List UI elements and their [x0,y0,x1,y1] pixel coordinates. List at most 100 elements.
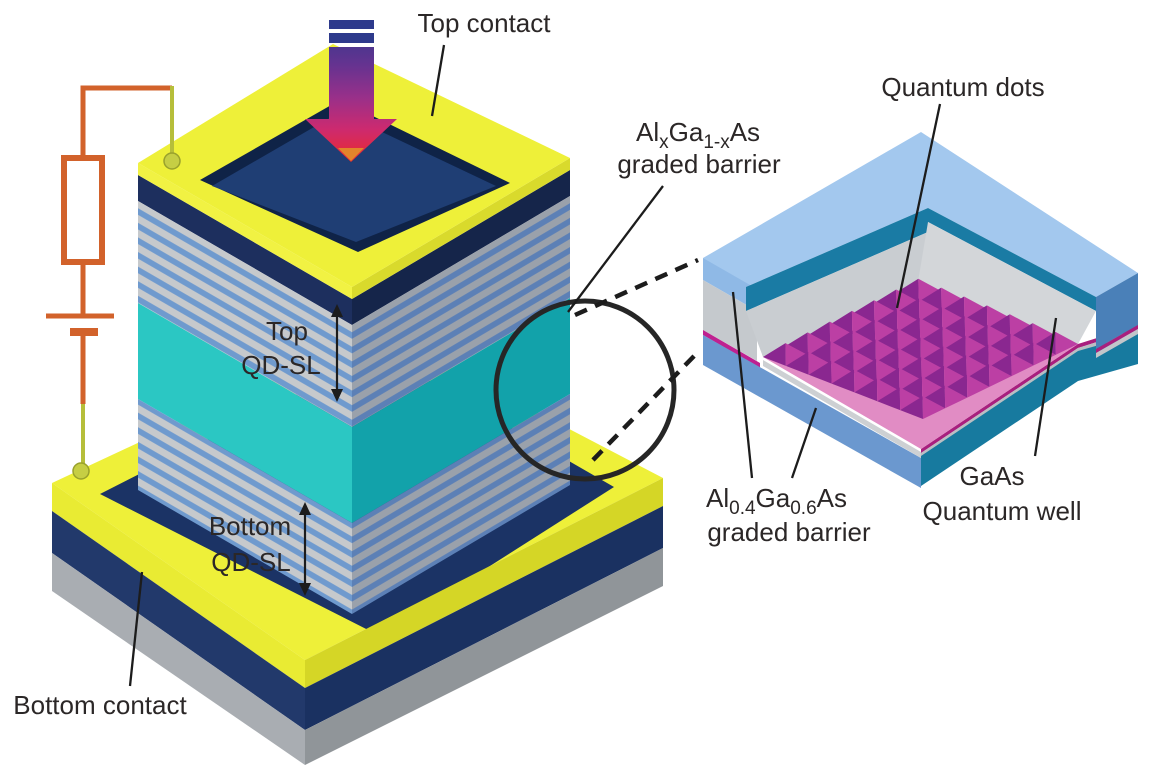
quantum-dot-pyramid-face [943,346,966,370]
label-graded-barrier-04-line2: graded barrier [707,517,871,547]
quantum-dot-pyramid-face [942,326,966,350]
label-gaas-line1: GaAs [959,461,1024,491]
inset-inner-wall-gray-left [746,232,928,357]
quantum-dot-pyramid-face [896,309,920,332]
quantum-dot-pyramid-face [874,300,897,323]
quantum-dot-pyramid-face [987,333,1011,357]
quantum-dot-pyramid-face [876,378,900,402]
top-qdsl-extent-arrow-icon [331,304,343,402]
quantum-dot-pyramid-face [921,365,945,389]
pointer-top-contact [430,44,446,117]
bottom-probe-ball [72,462,90,480]
quantum-dot-pyramid-face [942,335,966,359]
quantum-dot-pyramid-face [876,367,900,391]
quantum-dot-pyramid-face [989,364,1012,387]
bottom-contact-side-left [52,483,305,688]
magnifier-circle [493,298,677,482]
top-qdsl-stripes-left [138,201,352,427]
inset-wetting-end-right [1096,325,1138,353]
bias-circuit [46,85,181,480]
label-graded-barrier-04-formula: Al0.4Ga0.6As [706,483,847,519]
quantum-dot-pyramid-face [898,357,922,380]
inset-inner-wall-gray-right [918,222,1096,344]
quantum-dot-pyramid-face [852,330,876,354]
pointer-graded-barrier-04-a [731,291,754,479]
quantum-dot-pyramid-face [944,385,968,409]
inset-barrier-end-left [703,280,757,361]
quantum-dot-pyramid-face [785,332,808,356]
quantum-dot-pyramid-face [831,360,854,384]
quantum-dot-pyramid-face [1009,314,1033,337]
inset-cap-end-left [703,258,757,311]
quantum-dot-pyramid-face [965,324,988,348]
quantum-dot-pyramid-face [964,316,988,339]
label-bottom-contact: Bottom contact [13,690,187,720]
quantum-dot-pyramid-face [941,296,965,320]
quantum-dot-pyramid-face [918,278,941,302]
quantum-dot-pyramid-face [785,343,808,366]
quantum-dot-pyramid-face [964,305,988,329]
label-graded-barrier-x-formula: AlxGa1-xAs [636,117,760,153]
quantum-dot-pyramid-face [854,369,877,393]
quantum-dot-pyramid-face [897,337,921,361]
inset-inner-wall-teal-right [928,208,1096,311]
inset-cap-end-right [1096,273,1138,349]
quantum-dot-pyramid-face [1033,342,1056,366]
inset-qw-end-right [1096,329,1138,358]
quantum-dot-pyramid-face [875,348,899,371]
pointer-graded-barrier-x [567,185,664,313]
quantum-dot-pyramid-face [920,346,944,370]
bottom-qdsl-extent-arrow-icon [299,502,311,596]
inset-inner-wall-teal-left [746,208,928,311]
top-contact-side-right [352,158,570,299]
quantum-dot-pyramid-face [1055,331,1078,355]
quantum-dot-pyramid-face [922,396,946,419]
pointer-gaas-quantum-well [1033,317,1058,457]
quantum-dot-pyramid-face [944,374,968,398]
quantum-dot-pyramid-face [853,350,876,373]
quantum-dot-pyramid-face [762,343,786,366]
quantum-dot-pyramid-face [965,335,988,359]
quantum-dot-pyramid-face [942,316,966,339]
base-navy-side-right [305,506,663,730]
quantum-dot-pyramid-face [1010,342,1034,366]
quantum-dot-pyramid-face [874,319,898,343]
quantum-dot-pyramid-face [899,387,923,411]
label-top-contact: Top contact [418,8,552,38]
quantum-dot-pyramid-face [944,365,967,389]
quantum-dot-pyramid-face [898,348,921,371]
quantum-dot-pyramid-face [829,321,853,345]
quantum-dot-pyramid-face [808,360,832,384]
quantum-dot-pyramid-face [829,310,853,334]
quantum-dot-pyramid-face [988,353,1012,377]
label-gaas-line2: Quantum well [923,496,1082,526]
quantum-dot-pyramid-face [899,367,922,391]
quantum-dot-pyramid-face [1010,323,1033,346]
pointer-bottom-contact [128,571,144,687]
substrate-side-right [305,548,663,765]
label-quantum-dots: Quantum dots [881,72,1044,102]
inset-qd-structure [703,132,1138,488]
quantum-dot-pyramid-face [877,387,901,411]
base-navy-side-left [52,511,305,730]
quantum-dot-pyramid-face [900,396,923,419]
quantum-dot-pyramid-face [920,326,943,350]
quantum-dot-pyramid-face [1011,353,1034,377]
beam-shaft [329,47,374,119]
teal-spacer-right [352,298,570,523]
quantum-dot-pyramid-face [986,305,1010,329]
quantum-dot-pyramid-face [987,324,1011,348]
quantum-dot-pyramid-face [987,314,1011,337]
quantum-dot-pyramid-face [851,300,875,323]
top-qdsl-stripes-right [352,196,570,427]
mesa-left-face [138,175,352,614]
top-probe-ball [163,152,181,170]
quantum-dot-pyramid-face [966,374,990,398]
label-top-qdsl-line1: Top [266,316,308,346]
quantum-dot-pyramid-face [876,358,899,382]
quantum-dot-pyramid-face [895,278,919,302]
quantum-dot-pyramid-face [897,317,921,341]
quantum-dot-pyramid-face [852,319,876,343]
quantum-dot-pyramid-face [899,376,923,400]
label-bottom-qdsl-line1: Bottom [209,511,291,541]
